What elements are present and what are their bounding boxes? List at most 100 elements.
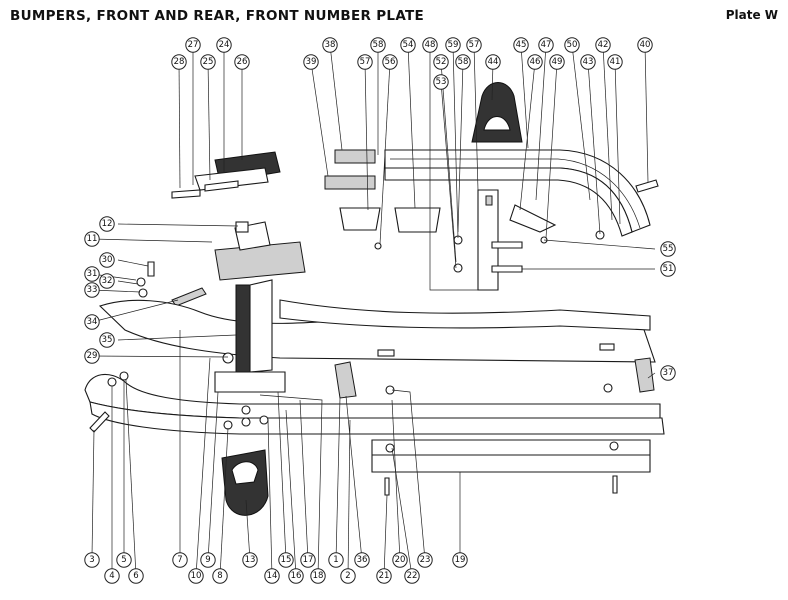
front-bumper-bar — [84, 373, 665, 435]
callout-circle — [607, 54, 623, 70]
callout-circle — [392, 552, 408, 568]
callout-number: 50 — [567, 40, 578, 50]
callout-38: 38 — [322, 37, 338, 53]
callout-circle — [466, 37, 482, 53]
callout-circle — [340, 568, 356, 584]
callout-number: 58 — [373, 40, 384, 50]
callout-circle — [637, 37, 653, 53]
callout-circle — [455, 54, 471, 70]
callout-circle — [84, 314, 100, 330]
callout-43: 43 — [580, 54, 596, 70]
rear-brackets — [339, 189, 557, 291]
callout-number: 38 — [325, 40, 336, 50]
callout-circle — [400, 37, 416, 53]
callout-number: 52 — [436, 57, 447, 67]
front-overrider-lower — [221, 449, 269, 516]
callout-2: 2 — [340, 568, 356, 584]
callout-24: 24 — [216, 37, 232, 53]
callout-circle — [99, 332, 115, 348]
callout-circle — [84, 552, 100, 568]
callout-circle — [234, 54, 250, 70]
callout-circle — [660, 241, 676, 257]
callout-number: 8 — [217, 571, 222, 581]
callout-number: 13 — [245, 555, 256, 565]
callout-number: 25 — [203, 57, 214, 67]
callout-number: 54 — [403, 40, 414, 50]
callout-number: 43 — [583, 57, 594, 67]
callout-circle — [404, 568, 420, 584]
callout-59: 59 — [445, 37, 461, 53]
callout-number: 28 — [174, 57, 185, 67]
callout-number: 14 — [267, 571, 278, 581]
callout-circle — [382, 54, 398, 70]
callout-49: 49 — [549, 54, 565, 70]
callout-31: 31 — [84, 266, 100, 282]
rear-overrider — [471, 82, 523, 143]
callout-number: 18 — [313, 571, 324, 581]
callout-4: 4 — [104, 568, 120, 584]
callout-circle — [116, 552, 132, 568]
callout-circle — [300, 552, 316, 568]
callout-number: 16 — [291, 571, 302, 581]
callout-number: 21 — [379, 571, 390, 581]
callout-number: 2 — [345, 571, 350, 581]
number-plate — [371, 439, 651, 496]
callout-26: 26 — [234, 54, 250, 70]
plate-label: Plate W — [725, 8, 778, 22]
callout-number: 45 — [516, 40, 527, 50]
callout-number: 5 — [121, 555, 126, 565]
callout-circle — [564, 37, 580, 53]
callout-circle — [84, 282, 100, 298]
callout-number: 59 — [448, 40, 459, 50]
number-plate-clamp — [171, 151, 281, 199]
callout-number: 48 — [425, 40, 436, 50]
callout-number: 35 — [102, 335, 113, 345]
callout-circle — [172, 552, 188, 568]
callout-number: 10 — [191, 571, 202, 581]
callout-number: 55 — [663, 244, 674, 254]
callout-number: 6 — [133, 571, 138, 581]
callout-number: 36 — [357, 555, 368, 565]
callout-52: 52 — [433, 54, 449, 70]
callout-circle — [422, 37, 438, 53]
callout-25: 25 — [200, 54, 216, 70]
page-title: BUMPERS, FRONT AND REAR, FRONT NUMBER PL… — [10, 8, 425, 24]
callout-circle — [485, 54, 501, 70]
callout-circle — [354, 552, 370, 568]
callout-15: 15 — [278, 552, 294, 568]
callout-circle — [357, 54, 373, 70]
callout-circle — [527, 54, 543, 70]
callout-42: 42 — [595, 37, 611, 53]
callout-number: 42 — [598, 40, 609, 50]
callout-40: 40 — [637, 37, 653, 53]
callout-50: 50 — [564, 37, 580, 53]
callout-number: 12 — [102, 219, 113, 229]
callout-16: 16 — [288, 568, 304, 584]
callout-6: 6 — [128, 568, 144, 584]
callout-number: 32 — [102, 276, 113, 286]
callout-circle — [513, 37, 529, 53]
callout-19: 19 — [452, 552, 468, 568]
callout-circle — [660, 261, 676, 277]
callout-number: 9 — [205, 555, 210, 565]
callout-57: 57 — [466, 37, 482, 53]
callout-circle — [84, 231, 100, 247]
callout-number: 17 — [303, 555, 314, 565]
callout-number: 57 — [469, 40, 480, 50]
callout-55: 55 — [660, 241, 676, 257]
callout-9: 9 — [200, 552, 216, 568]
number-plate-bolt-set — [136, 261, 207, 307]
callout-circle — [200, 54, 216, 70]
front-fixing-nuts — [222, 352, 613, 430]
callout-number: 47 — [541, 40, 552, 50]
callout-number: 19 — [455, 555, 466, 565]
callout-17: 17 — [300, 552, 316, 568]
callout-circle — [216, 37, 232, 53]
callout-21: 21 — [376, 568, 392, 584]
callout-number: 33 — [87, 285, 98, 295]
callout-circle — [445, 37, 461, 53]
callout-47: 47 — [538, 37, 554, 53]
callout-33: 33 — [84, 282, 100, 298]
callout-circle — [433, 74, 449, 90]
